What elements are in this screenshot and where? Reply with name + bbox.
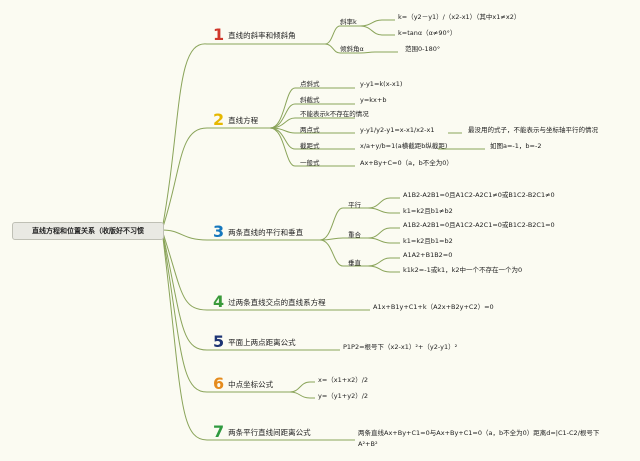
- topic-1-node[interactable]: 1 直线的斜率和倾斜角: [213, 27, 296, 43]
- topic-5-label: 平面上两点距离公式: [228, 337, 296, 347]
- coincide-formula-2: k1=k2且b1=b2: [403, 237, 453, 245]
- parallel-label: 平行: [348, 201, 361, 209]
- slope-formula-2: k=tanα（α≠90°）: [398, 29, 457, 37]
- slope-label: 斜率k: [340, 18, 357, 26]
- two-point-label: 两点式: [300, 126, 320, 134]
- topic-1-label: 直线的斜率和倾斜角: [228, 30, 296, 40]
- topic-3-label: 两条直线的平行和垂直: [228, 227, 304, 237]
- topic-2-node[interactable]: 2 直线方程: [213, 112, 258, 128]
- topic-1-number: 1: [213, 25, 225, 44]
- topic-7-node[interactable]: 7 两条平行直线间距离公式: [213, 424, 311, 440]
- intercept-formula: x/a+y/b=1(a横截距b纵截距): [360, 142, 448, 150]
- two-point-note: 最没用的式子，不能表示与坐标轴平行的情况: [468, 126, 598, 134]
- topic-2-number: 2: [213, 110, 225, 129]
- slope-intercept-formula: y=kx+b: [360, 96, 387, 104]
- perpendicular-label: 垂直: [348, 259, 361, 267]
- parallel-distance-formula-denominator: A²+B²: [358, 440, 378, 448]
- point-slope-formula: y-y1=k(x-x1): [360, 80, 403, 88]
- topic-5-number: 5: [213, 332, 225, 351]
- perpendicular-formula-1: A1A2+B1B2=0: [403, 251, 453, 259]
- parallel-formula-2: k1=k2且b1≠b2: [403, 207, 453, 215]
- parallel-formula-1: A1B2-A2B1=0且A1C2-A2C1≠0或B1C2-B2C1≠0: [403, 191, 555, 199]
- point-slope-label: 点斜式: [300, 80, 320, 88]
- general-formula: Ax+By+C=0（a，b不全为0）: [360, 159, 453, 167]
- intercept-label: 截距式: [300, 142, 320, 150]
- line-family-formula: A1x+B1y+C1+k（A2x+B2y+C2）=0: [373, 303, 494, 311]
- angle-range: 范围0-180°: [405, 45, 441, 53]
- topic-5-node[interactable]: 5 平面上两点距离公式: [213, 334, 296, 350]
- topic-7-number: 7: [213, 422, 225, 441]
- angle-label: 倾斜角α: [340, 45, 364, 53]
- topic-6-number: 6: [213, 374, 225, 393]
- coincide-label: 重合: [348, 231, 361, 239]
- root-label: 直线方程和位置关系（收版好不习惯: [32, 227, 144, 235]
- topic-4-node[interactable]: 4 过两条直线交点的直线系方程: [213, 294, 326, 310]
- slope-intercept-label: 斜截式: [300, 96, 320, 104]
- topic-6-label: 中点坐标公式: [228, 379, 274, 389]
- midpoint-x-formula: x=（x1+x2）/2: [318, 376, 369, 384]
- topic-3-number: 3: [213, 222, 225, 241]
- topic-2-label: 直线方程: [228, 115, 259, 125]
- distance-formula: P1P2=根号下（x2-x1）²+（y2-y1）²: [343, 343, 458, 351]
- topic-7-label: 两条平行直线间距离公式: [228, 427, 311, 437]
- slope-formula-1: k=（y2－y1）/（x2-x1）（其中x1≠x2）: [398, 13, 521, 21]
- topic-6-node[interactable]: 6 中点坐标公式: [213, 376, 273, 392]
- topic-4-number: 4: [213, 292, 225, 311]
- root-node[interactable]: 直线方程和位置关系（收版好不习惯: [12, 222, 164, 240]
- parallel-distance-formula: 两条直线Ax+By+C1=0与Ax+By+C1=0（a，b不全为0）距离d=|C…: [358, 429, 600, 437]
- slope-note: 不能表示k不存在的情况: [300, 110, 369, 118]
- two-point-formula: y-y1/y2-y1=x-x1/x2-x1: [360, 126, 435, 134]
- intercept-note: 如图a=-1，b=-2: [490, 142, 542, 150]
- midpoint-y-formula: y=（y1+y2）/2: [318, 392, 369, 400]
- coincide-formula-1: A1B2-A2B1=0且A1C2-A2C1=0或B1C2-B2C1=0: [403, 221, 555, 229]
- perpendicular-formula-2: k1k2=-1或k1，k2中一个不存在一个为0: [403, 266, 523, 274]
- topic-3-node[interactable]: 3 两条直线的平行和垂直: [213, 224, 303, 240]
- topic-4-label: 过两条直线交点的直线系方程: [228, 297, 326, 307]
- general-label: 一般式: [300, 159, 320, 167]
